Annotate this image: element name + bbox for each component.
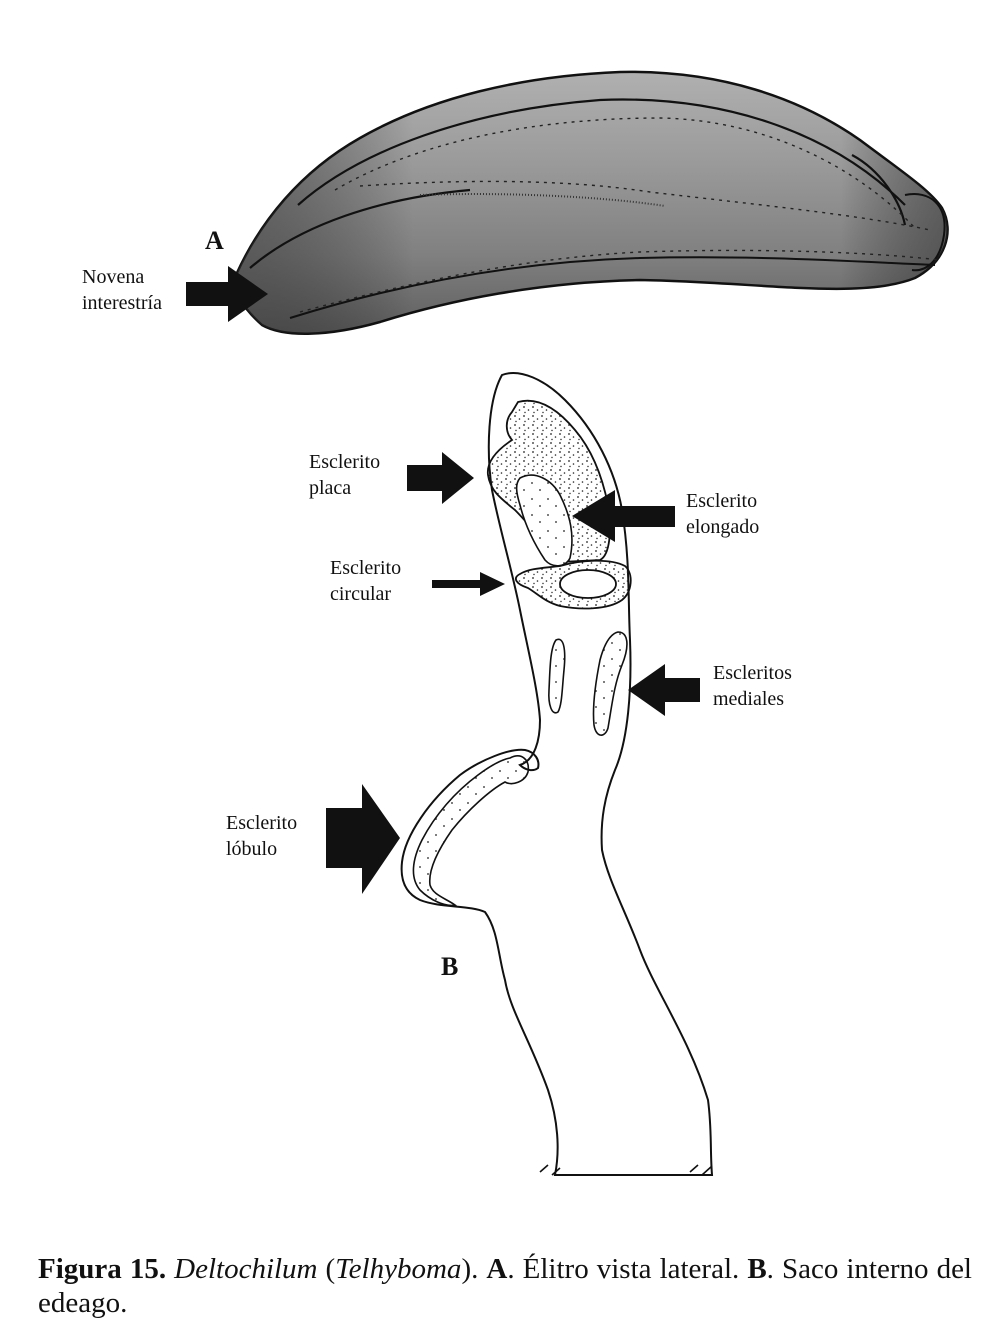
arrow-lobulo-icon xyxy=(326,784,400,894)
caption-genus: Deltochilum xyxy=(174,1253,318,1285)
caption-text: ( xyxy=(317,1253,336,1285)
label-line: Esclerito xyxy=(330,557,402,579)
label-novena-interestria: Novena interestría xyxy=(82,264,162,316)
label-line: Escleritos xyxy=(713,662,792,684)
label-line: placa xyxy=(309,477,352,499)
label-line: circular xyxy=(330,583,392,605)
label-line: elongado xyxy=(686,516,760,538)
caption-text: . Élitro vista lateral. xyxy=(507,1253,748,1285)
label-line: mediales xyxy=(713,688,785,710)
label-line: Novena xyxy=(82,266,145,288)
label-esclerito-placa: Esclerito placa xyxy=(309,449,380,501)
label-esclerito-elongado: Esclerito elongado xyxy=(686,488,759,540)
arrow-mediales-icon xyxy=(628,664,700,716)
label-esclerito-circular: Esclerito circular xyxy=(330,555,401,607)
figure-caption: Figura 15. Deltochilum (Telhyboma). A. É… xyxy=(38,1252,972,1320)
panel-letter-a: A xyxy=(205,226,224,255)
label-line: Esclerito xyxy=(226,812,298,834)
label-esclerito-lobulo: Esclerito lóbulo xyxy=(226,810,297,862)
label-line: Esclerito xyxy=(309,451,381,473)
elytron-drawing xyxy=(234,70,949,335)
caption-panel-b: B xyxy=(747,1253,767,1285)
caption-text: . Saco interno del edeago. xyxy=(38,1253,972,1319)
arrow-novena-icon xyxy=(186,266,268,322)
arrow-placa-icon xyxy=(407,452,474,504)
label-line: lóbulo xyxy=(226,838,278,860)
internal-sac-drawing xyxy=(400,372,714,1176)
label-escleritos-mediales: Escleritos mediales xyxy=(713,660,792,712)
caption-subgenus: Telhyboma xyxy=(335,1253,462,1285)
caption-figure-number: Figura 15. xyxy=(38,1253,167,1285)
arrow-elongado-icon xyxy=(572,490,675,542)
caption-text: ). xyxy=(461,1253,487,1285)
caption-panel-a: A xyxy=(486,1253,508,1285)
figure-illustration xyxy=(186,70,949,1176)
panel-letter-b: B xyxy=(441,952,459,981)
arrow-circular-icon xyxy=(432,572,505,596)
label-line: interestría xyxy=(82,292,162,314)
label-line: Esclerito xyxy=(686,490,758,512)
